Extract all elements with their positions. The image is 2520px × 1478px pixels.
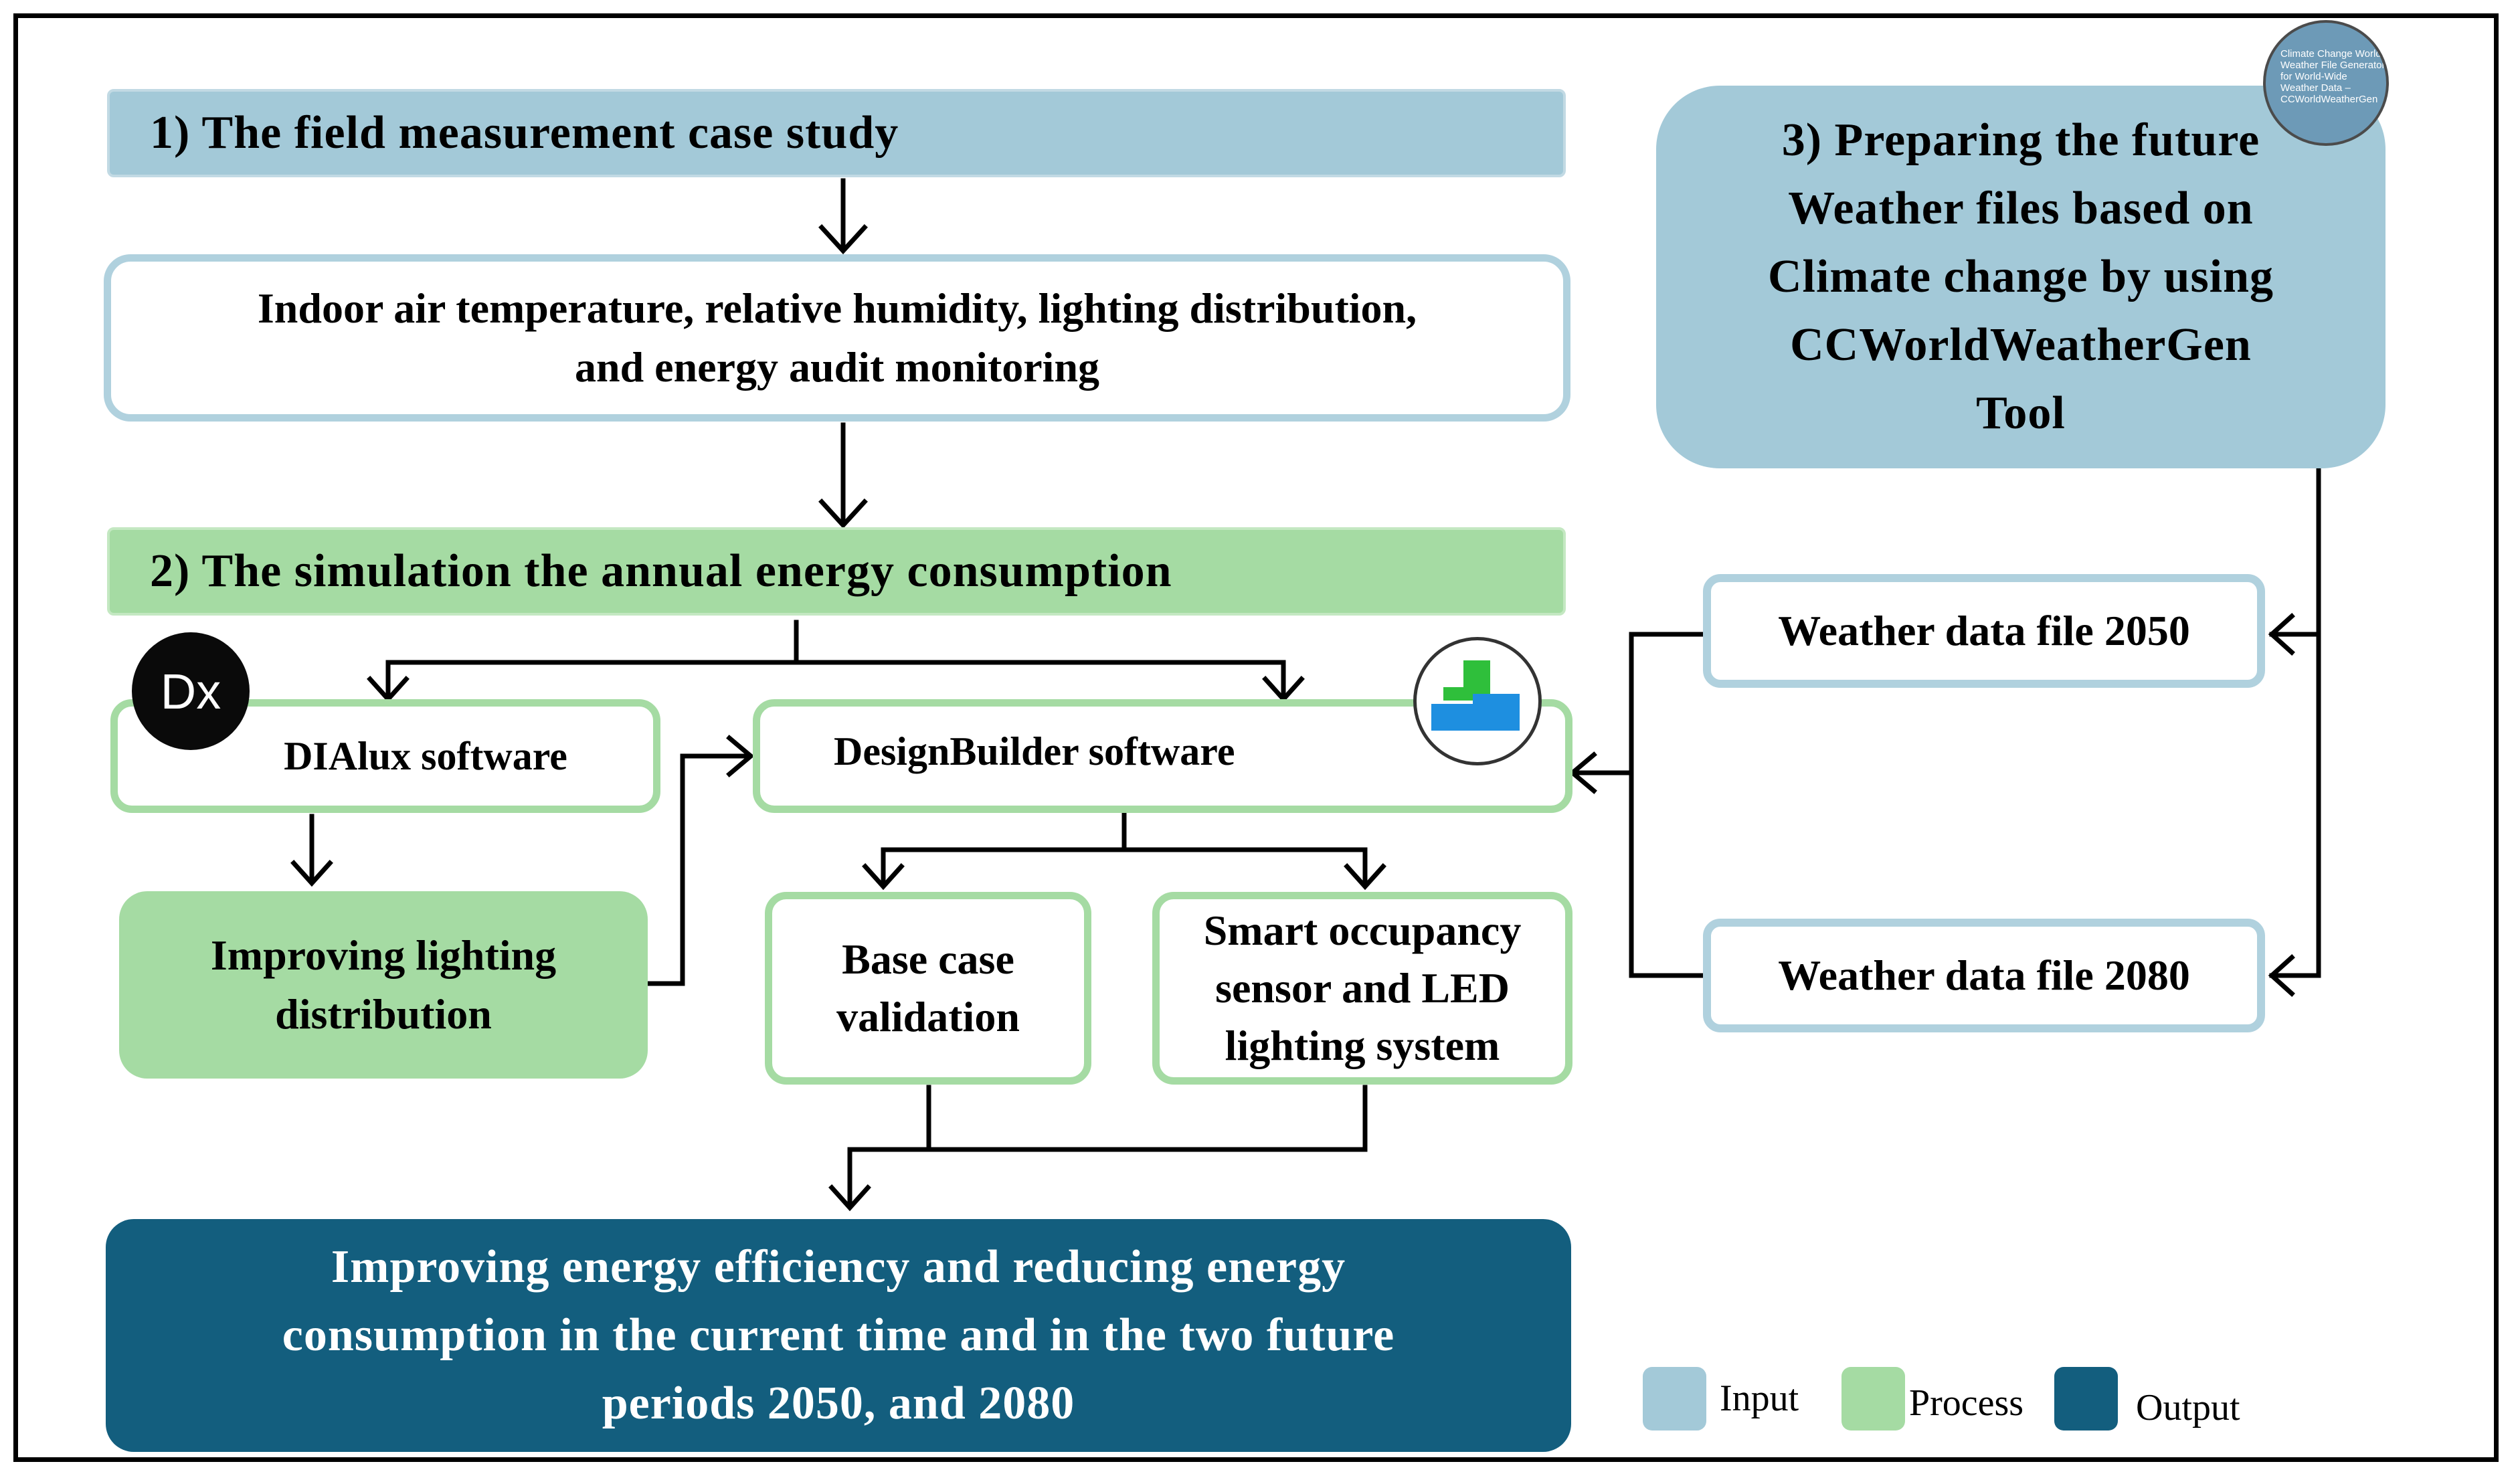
improving-lighting-line-1: Improving lighting [210,931,557,979]
step2-simulation: 2) The simulation the annual energy cons… [107,527,1566,616]
output-energy-efficiency: Improving energy efficiency and reducing… [106,1219,1571,1452]
measurement-line-1: Indoor air temperature, relative humidit… [257,284,1417,332]
arrow-improving-designbuilder [646,753,752,986]
step3-line-4: CCWorldWeatherGen [1790,319,2252,371]
ccworldweathergen-logo: Climate Change World Weather File Genera… [2263,20,2389,146]
output-line-1: Improving energy efficiency and reducing… [331,1241,1346,1293]
dialux-logo-icon: Dx [132,632,250,750]
smart-line-3: lighting system [1225,1022,1500,1069]
base-case-line-1: Base case [842,935,1014,983]
legend-process-swatch [1841,1367,1905,1430]
step1-field-measurement: 1) The field measurement case study [107,89,1566,177]
dialux-logo-text: Dx [160,663,221,719]
smart-line-2: sensor and LED [1215,964,1510,1012]
step3-line-3: Climate change by using [1767,251,2274,302]
legend-process-label: Process [1909,1382,2024,1424]
weather-data-2080-box: Weather data file 2080 [1703,919,2265,1032]
legend-input-label: Input [1720,1378,1799,1419]
measurement-line-2: and energy audit monitoring [574,343,1100,391]
designbuilder-logo-icon [1413,637,1542,765]
step3-line-2: Weather files based on [1788,183,2254,234]
step3-line-5: Tool [1976,387,2066,439]
smart-occupancy-box: Smart occupancy sensor and LED lighting … [1152,892,1572,1085]
improving-lighting-line-2: distribution [275,990,492,1038]
output-line-2: consumption in the current time and in t… [282,1309,1395,1361]
ccworldweathergen-logo-text: Climate Change World Weather File Genera… [2280,48,2386,105]
step2-title: 2) The simulation the annual energy cons… [150,545,1172,597]
designbuilder-label: DesignBuilder software [834,729,1235,773]
smart-line-1: Smart occupancy [1203,907,1522,954]
legend-output-swatch [2054,1367,2118,1430]
legend-input-swatch [1643,1367,1706,1430]
step3-future-weather: 3) Preparing the future Weather files ba… [1656,86,2386,468]
base-case-line-2: validation [836,993,1020,1040]
dialux-label: DIAlux software [284,733,567,778]
improving-lighting-box: Improving lighting distribution [119,891,648,1079]
step1-title: 1) The field measurement case study [150,107,899,159]
base-case-validation-box: Base case validation [765,892,1091,1085]
weather-data-2050-box: Weather data file 2050 [1703,574,2265,688]
output-line-3: periods 2050, and 2080 [602,1378,1075,1429]
diagram-frame [13,13,2499,1462]
measurement-parameters-box: Indoor air temperature, relative humidit… [104,254,1570,422]
weather-2080-label: Weather data file 2080 [1778,951,2190,999]
designbuilder-logo-graphic [1431,660,1520,731]
legend-output-label: Output [2136,1387,2240,1428]
step3-line-1: 3) Preparing the future [1781,114,2260,166]
weather-2050-label: Weather data file 2050 [1778,607,2190,654]
